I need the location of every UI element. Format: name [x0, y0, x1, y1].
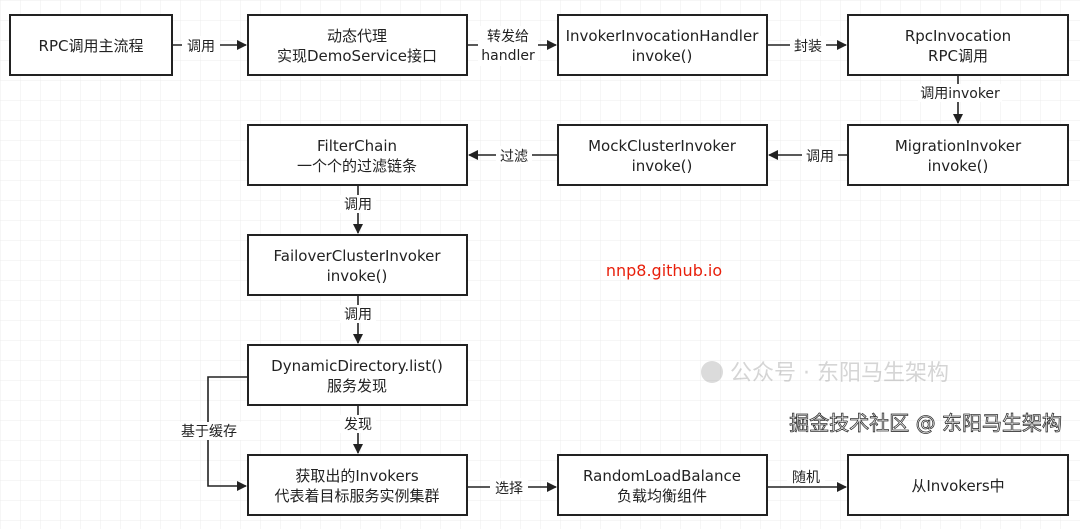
node-label: invoke()	[928, 157, 989, 175]
edge-label: 调用	[344, 307, 372, 323]
edge-call-failover: 调用	[340, 185, 376, 234]
node-migration-invoker: MigrationInvoker invoke()	[847, 124, 1069, 186]
node-label: 负载均衡组件	[617, 487, 707, 505]
edge-call-proxy: 调用	[172, 36, 247, 55]
edge-label: 基于缓存	[181, 423, 237, 440]
node-label: RandomLoadBalance	[583, 467, 741, 485]
edge-label: 调用invoker	[920, 86, 1000, 102]
site-annotation: nnp8.github.io	[606, 261, 722, 280]
edge-label: handler	[481, 48, 535, 64]
node-dynamic-proxy: 动态代理 实现DemoService接口	[247, 14, 468, 76]
node-label: 一个个的过滤链条	[297, 157, 417, 175]
node-label: FailoverClusterInvoker	[274, 247, 442, 265]
node-label: MockClusterInvoker	[588, 137, 737, 155]
edge-cache: 基于缓存	[176, 376, 248, 491]
edge-label: 转发给	[487, 29, 529, 45]
node-label: 代表着目标服务实例集群	[274, 487, 439, 505]
edge-wrap: 封装	[767, 36, 847, 55]
node-label: MigrationInvoker	[895, 137, 1022, 155]
node-label: DynamicDirectory.list()	[271, 357, 443, 375]
node-label: InvokerInvocationHandler	[566, 27, 760, 45]
wechat-watermark: 公众号 · 东阳马生架构	[701, 361, 949, 386]
node-rpc-invocation: RpcInvocation RPC调用	[847, 14, 1069, 76]
node-label: invoke()	[632, 157, 693, 175]
node-filter-chain: FilterChain 一个个的过滤链条	[247, 124, 468, 186]
juejin-watermark: 掘金技术社区 @ 东阳马生架构	[789, 411, 1062, 435]
edge-label: 发现	[344, 417, 372, 433]
node-rpc-main-flow: RPC调用主流程	[9, 14, 173, 76]
edge-label: 封装	[794, 39, 822, 55]
node-failover-cluster-invoker: FailoverClusterInvoker invoke()	[247, 234, 468, 296]
edge-select: 选择	[467, 478, 557, 497]
wechat-watermark-text: 公众号 · 东阳马生架构	[730, 361, 949, 386]
edge-random: 随机	[767, 470, 847, 492]
edge-label: 调用	[806, 149, 834, 165]
wechat-icon	[701, 361, 723, 383]
node-mock-cluster-invoker: MockClusterInvoker invoke()	[557, 124, 768, 186]
node-label: invoke()	[327, 267, 388, 285]
node-label: RPC调用	[928, 47, 988, 65]
node-label: 实现DemoService接口	[277, 47, 437, 65]
edge-label: 随机	[792, 470, 820, 486]
node-label: invoke()	[632, 47, 693, 65]
node-label: RPC调用主流程	[39, 37, 144, 55]
node-dynamic-directory: DynamicDirectory.list() 服务发现	[247, 344, 468, 406]
node-label: 动态代理	[327, 27, 387, 45]
node-label: RpcInvocation	[905, 27, 1011, 45]
edge-discover: 发现	[340, 405, 376, 454]
node-label: 从Invokers中	[911, 477, 1004, 495]
edge-label: 过滤	[500, 149, 528, 165]
node-label: FilterChain	[317, 137, 397, 155]
edge-call-directory: 调用	[340, 295, 376, 344]
edge-label: 调用	[187, 39, 215, 55]
edge-call-invoker: 调用invoker	[918, 75, 1002, 124]
node-label: 服务发现	[327, 377, 387, 395]
node-invokers: 获取出的Invokers 代表着目标服务实例集群	[247, 454, 468, 516]
node-random-load-balance: RandomLoadBalance 负载均衡组件	[557, 454, 768, 516]
edge-call-mock: 调用	[768, 146, 848, 165]
node-invoker-invocation-handler: InvokerInvocationHandler invoke()	[557, 14, 768, 76]
node-pick-from-invokers: 从Invokers中	[847, 454, 1069, 516]
edge-filter: 过滤	[468, 146, 558, 165]
node-label: 获取出的Invokers	[295, 467, 419, 485]
edge-label: 选择	[495, 481, 523, 497]
edge-label: 调用	[344, 197, 372, 213]
edge-forward-handler: 转发给 handler	[467, 26, 557, 66]
